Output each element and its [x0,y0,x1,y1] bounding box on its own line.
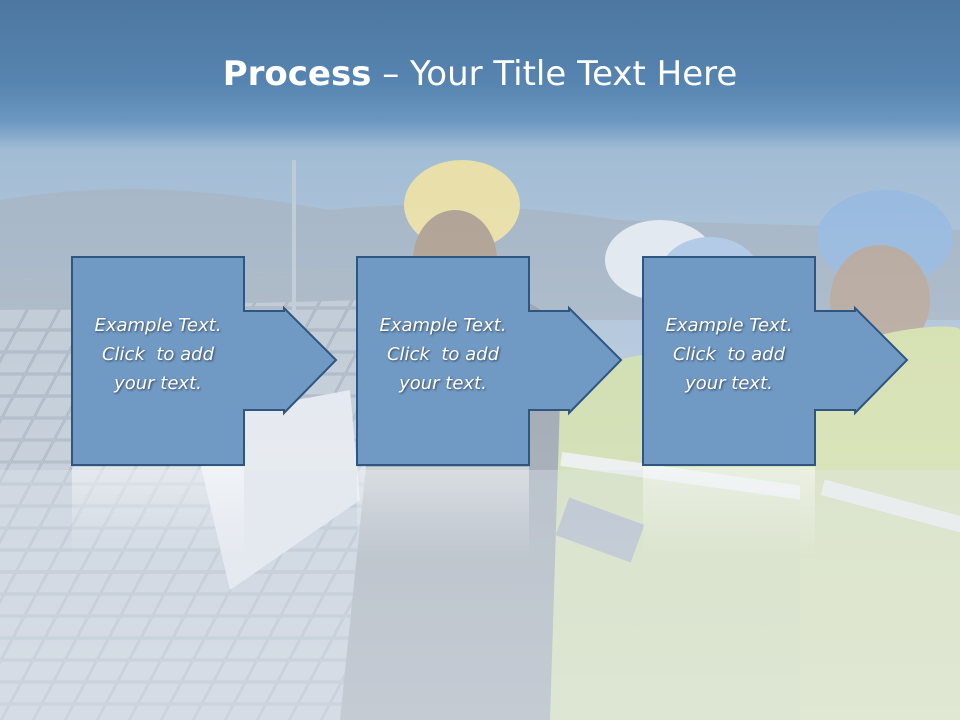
process-step-1[interactable] [71,256,338,557]
step-2-line1: Example Text. [379,315,507,336]
step-1-line1: Example Text. [94,315,222,336]
slide-title[interactable]: Process – Your Title Text Here [0,52,960,96]
step-1-line3: your text. [114,373,202,394]
step-2-line2: Click to add [386,344,499,365]
step-3-line2: Click to add [672,344,785,365]
step-1-text[interactable]: Example Text. Click to add your text. [72,311,244,398]
step-2-line3: your text. [399,373,487,394]
process-step-2[interactable] [356,256,623,557]
title-text: – Your Title Text Here [371,54,738,94]
step-2-text[interactable]: Example Text. Click to add your text. [357,311,529,398]
step-1-line2: Click to add [101,344,214,365]
title-bar [0,0,960,150]
title-bold-text: Process [222,54,372,94]
step-3-line1: Example Text. [665,315,793,336]
process-step-3[interactable] [642,256,909,557]
step-3-text[interactable]: Example Text. Click to add your text. [643,311,815,398]
step-3-line3: your text. [685,373,773,394]
